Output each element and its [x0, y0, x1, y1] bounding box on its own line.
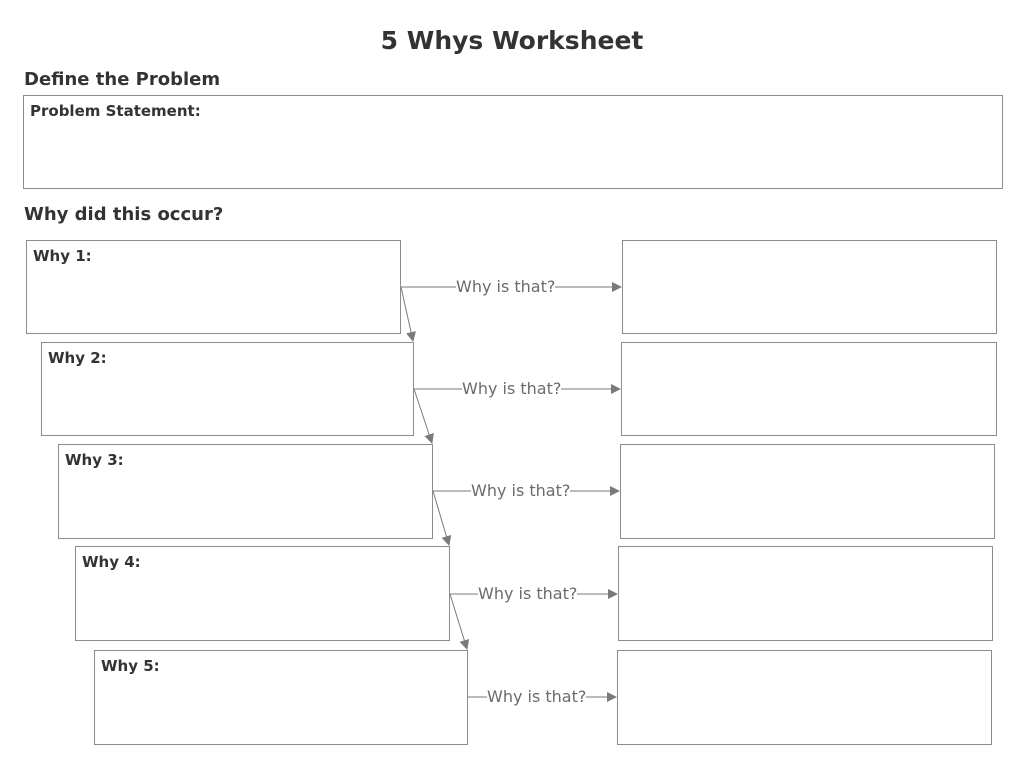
- why-1-box[interactable]: Why 1:: [26, 240, 401, 334]
- why-3-to-4-arrow: [432, 490, 452, 546]
- why-4-answer-box[interactable]: [618, 546, 993, 641]
- page-title: 5 Whys Worksheet: [380, 26, 644, 55]
- problem-statement-label: Problem Statement:: [30, 102, 201, 120]
- why-2-box[interactable]: Why 2:: [41, 342, 414, 436]
- why-1-to-2-arrow: [400, 286, 416, 342]
- why-1-label: Why 1:: [33, 247, 92, 265]
- why-4-to-5-arrow: [449, 593, 470, 650]
- why-2-to-3-arrow: [413, 388, 434, 444]
- why-5-answer-box[interactable]: [617, 650, 992, 745]
- why-3-answer-box[interactable]: [620, 444, 995, 539]
- why-4-label: Why 4:: [82, 553, 141, 571]
- define-problem-heading: Define the Problem: [24, 69, 221, 90]
- why-2-answer-box[interactable]: [621, 342, 997, 436]
- why-3-box[interactable]: Why 3:: [58, 444, 433, 539]
- why-5-connector-label: Why is that?: [487, 687, 587, 706]
- why-4-box[interactable]: Why 4:: [75, 546, 450, 641]
- why-2-connector-label: Why is that?: [462, 379, 562, 398]
- why-1-answer-box[interactable]: [622, 240, 997, 334]
- why-3-connector-label: Why is that?: [471, 481, 571, 500]
- why-5-label: Why 5:: [101, 657, 160, 675]
- why-1-connector-label: Why is that?: [456, 277, 556, 296]
- why-3-label: Why 3:: [65, 451, 124, 469]
- why-occur-heading: Why did this occur?: [24, 204, 224, 225]
- why-5-box[interactable]: Why 5:: [94, 650, 468, 745]
- why-2-label: Why 2:: [48, 349, 107, 367]
- problem-statement-box[interactable]: Problem Statement:: [23, 95, 1003, 189]
- why-4-connector-label: Why is that?: [478, 584, 578, 603]
